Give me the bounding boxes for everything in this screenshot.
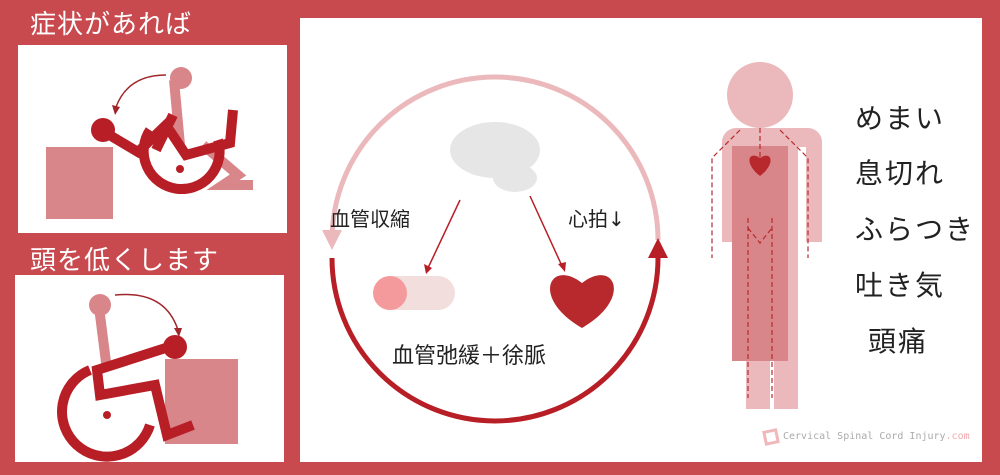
- arrow-down-icon: [322, 230, 342, 250]
- main-panel: 血管収縮 心拍↓ 血管弛緩＋徐脈 Cervical Spinal Cord In…: [300, 18, 982, 462]
- watermark: Cervical Spinal Cord Injury.com: [783, 431, 970, 442]
- bottom-panel-label: 頭を低くします: [30, 246, 220, 276]
- wheelchair-head-up-illustration: [46, 67, 253, 219]
- small-heart-icon: [749, 155, 771, 176]
- wheelchair-head-down-illustration: [57, 293, 238, 462]
- vasodilation-bradycardia-label: 血管弛緩＋徐脈: [392, 344, 547, 369]
- watermark-logo-icon: [762, 428, 780, 446]
- lowered-head: [91, 118, 115, 142]
- symptom-item: めまい: [855, 102, 946, 135]
- dilated-vessel-icon: [373, 276, 455, 310]
- upper-arc: [329, 74, 661, 241]
- symptom-item: 息切れ: [855, 157, 946, 190]
- symptom-item: 頭痛: [868, 325, 929, 358]
- arrow-icon: [115, 74, 167, 108]
- arrow-icon: [114, 293, 179, 331]
- brain-icon: [450, 122, 540, 192]
- raised-head: [89, 294, 111, 316]
- symptom-item: ふらつき: [855, 213, 976, 246]
- cycle-diagram: [322, 62, 822, 446]
- heart-icon: [550, 275, 614, 328]
- bottom-panel: [15, 275, 284, 462]
- heart-rate-down-label: 心拍↓: [568, 207, 625, 231]
- top-panel: [18, 45, 287, 233]
- human-figure-icon: [711, 62, 822, 409]
- wheel: [57, 365, 155, 462]
- watermark-name: Cervical Spinal Cord Injury: [783, 431, 946, 442]
- box-shape: [46, 147, 113, 219]
- raised-head: [170, 67, 192, 89]
- lowered-head: [163, 335, 187, 359]
- vasoconstriction-label: 血管収縮: [330, 207, 410, 231]
- watermark-suffix: .com: [945, 431, 970, 442]
- top-panel-label: 症状があれば: [30, 10, 193, 40]
- lower-arc: [329, 257, 661, 424]
- arrow-up-icon: [648, 238, 668, 258]
- symptom-item: 吐き気: [855, 269, 946, 302]
